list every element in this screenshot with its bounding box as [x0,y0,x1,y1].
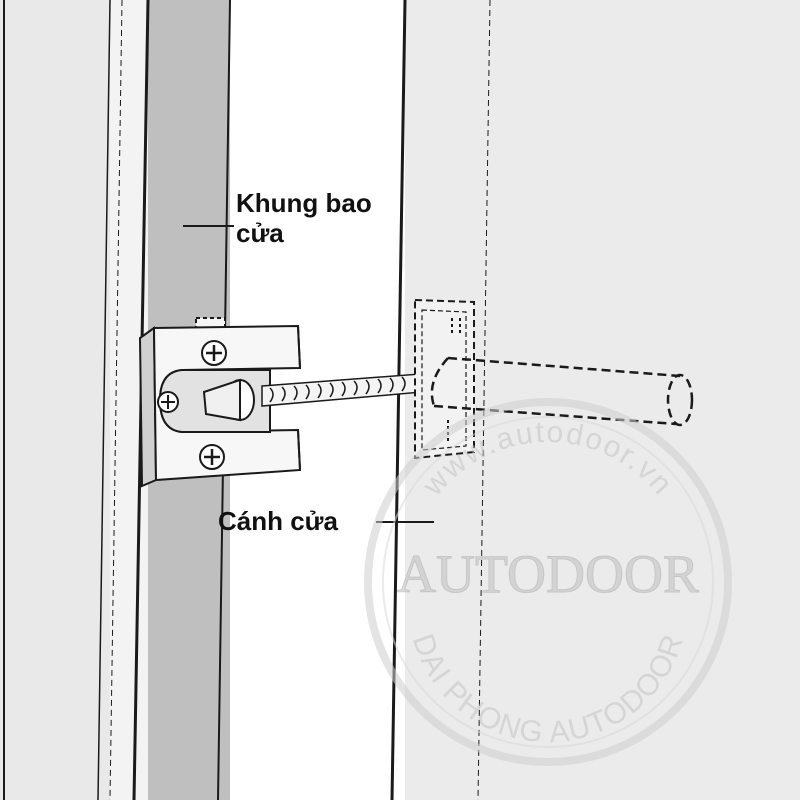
pivot-knob [202,378,255,422]
door-frame-label-line1: Khung bao [236,188,372,218]
door-frame-label-line2: cửa [236,218,284,248]
door-leaf-label: Cánh cửa [218,506,338,536]
frame-lines [3,0,491,800]
screw-icon [201,340,227,366]
door-frame-label: Khung bao cửa [236,188,372,248]
watermark-brand: AUTODOOR [397,544,699,604]
bracket-right-edge [297,325,301,471]
screw-icon [199,444,225,470]
leaf-plate [414,298,475,460]
screw-icon [157,391,179,413]
left-wall [0,0,110,800]
